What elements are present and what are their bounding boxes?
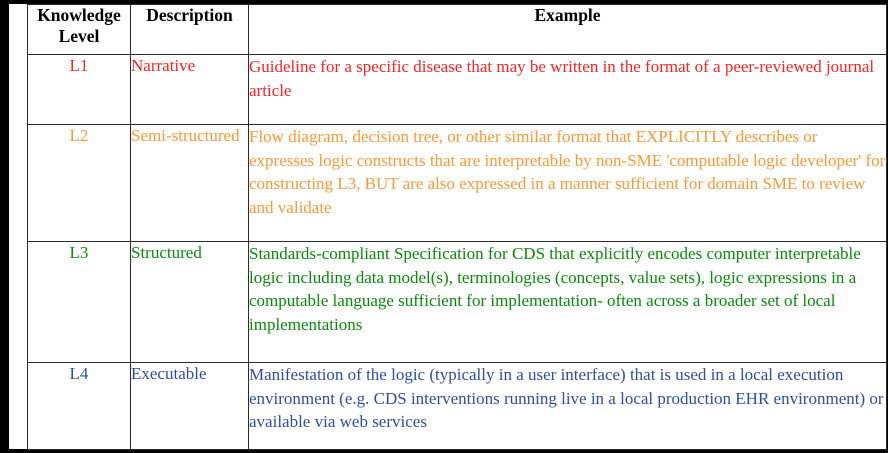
page-top-rule xyxy=(0,0,888,4)
cell-knowledge-level: L4 xyxy=(27,362,131,450)
cell-example: Guideline for a specific disease that ma… xyxy=(248,54,887,125)
page-bottom-rule xyxy=(0,449,888,453)
knowledge-level-table-container: Knowledge Level Description Example L1 N… xyxy=(27,4,887,450)
column-header-example: Example xyxy=(248,4,887,55)
cell-knowledge-level: L2 xyxy=(27,124,131,242)
table-header: Knowledge Level Description Example xyxy=(27,4,887,55)
cell-example: Flow diagram, decision tree, or other si… xyxy=(248,124,887,242)
table-body: L1 Narrative Guideline for a specific di… xyxy=(27,54,887,450)
cell-knowledge-level: L3 xyxy=(27,241,131,363)
cell-description: Semi-structured xyxy=(130,124,249,242)
table-row: L1 Narrative Guideline for a specific di… xyxy=(27,54,887,125)
cell-description: Structured xyxy=(130,241,249,363)
column-header-description: Description xyxy=(130,4,249,55)
knowledge-level-table: Knowledge Level Description Example L1 N… xyxy=(27,4,887,450)
page-left-bar xyxy=(0,0,9,453)
cell-example: Standards-compliant Specification for CD… xyxy=(248,241,887,363)
cell-knowledge-level: L1 xyxy=(27,54,131,125)
table-row: L4 Executable Manifestation of the logic… xyxy=(27,362,887,450)
page-right-rule xyxy=(886,0,888,453)
table-row: L3 Structured Standards-compliant Specif… xyxy=(27,241,887,363)
table-row: L2 Semi-structured Flow diagram, decisio… xyxy=(27,124,887,242)
cell-description: Executable xyxy=(130,362,249,450)
column-header-knowledge-level: Knowledge Level xyxy=(27,4,131,55)
cell-description: Narrative xyxy=(130,54,249,125)
cell-example: Manifestation of the logic (typically in… xyxy=(248,362,887,450)
table-header-row: Knowledge Level Description Example xyxy=(27,4,887,55)
